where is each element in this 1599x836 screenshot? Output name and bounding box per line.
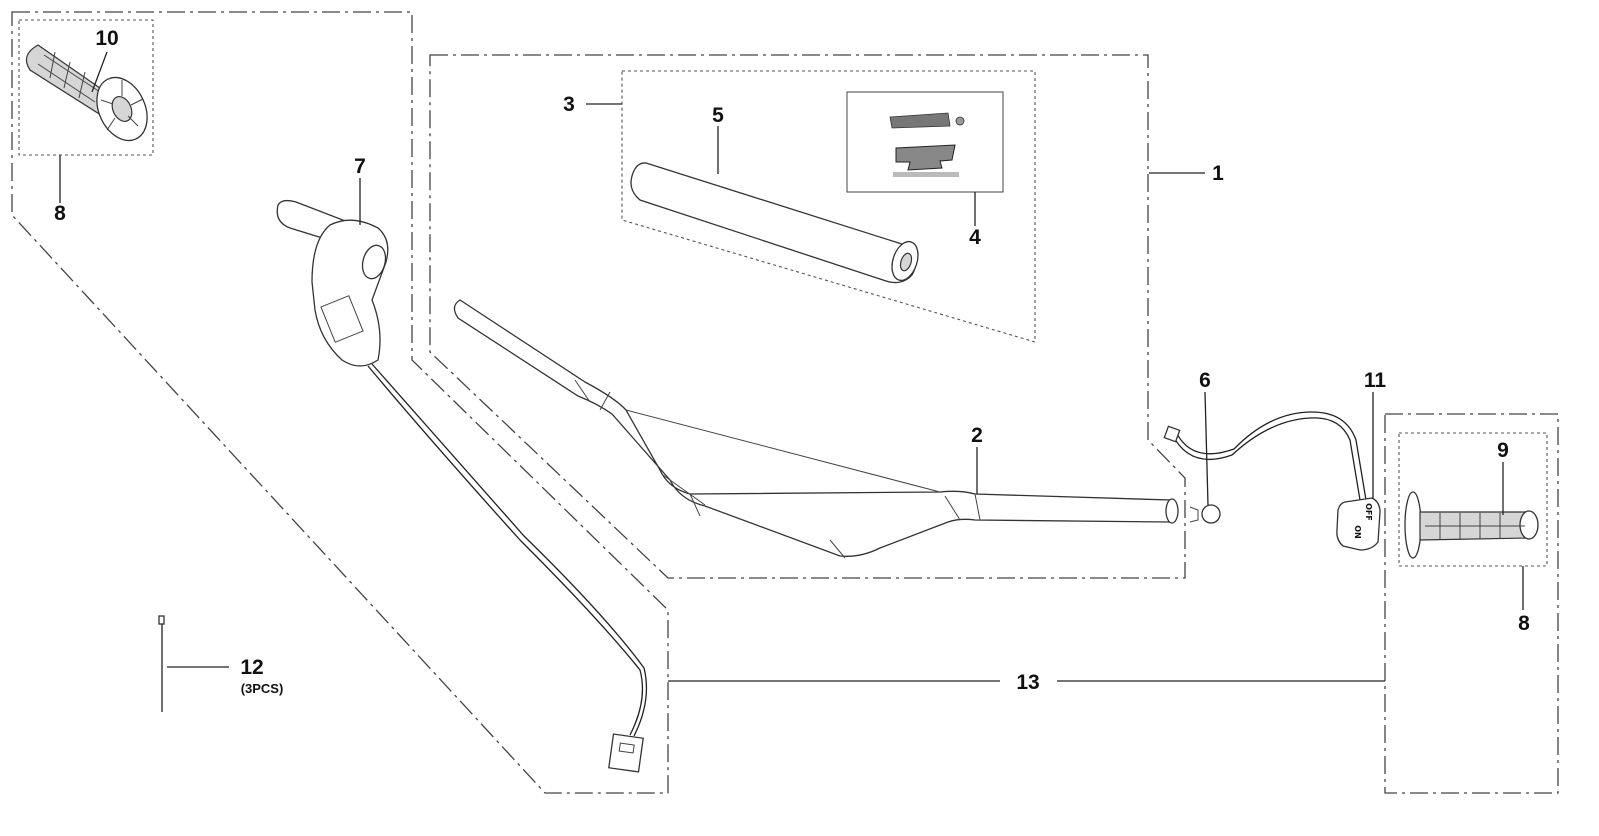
leader-lines [59,51,1524,682]
callout-3: 3 [563,93,575,116]
handlebar [453,299,1179,559]
grip-right [1404,491,1539,559]
callout-12: 12 [240,656,263,679]
crossbar-pad [630,162,919,284]
bar-end-clip [1189,504,1221,524]
grip-left [25,44,148,142]
callout-13: 13 [1016,671,1039,694]
group-1-box [429,54,1186,579]
group-9-box [1398,432,1548,567]
callout-12-quantity: (3PCS) [241,681,284,696]
cable-tie [158,615,165,712]
callout-11: 11 [1364,369,1387,392]
group-13-right-box [1384,413,1559,794]
callout-9: 9 [1497,439,1509,462]
callout-4: 4 [969,226,981,249]
heater-switch: OFF ON [1163,411,1381,551]
decal-sheet [889,112,965,177]
switch-on-label: ON [1353,525,1362,539]
callout-1: 1 [1212,162,1224,185]
switch-off-label: OFF [1364,503,1373,521]
callout-2: 2 [971,424,983,447]
group-10-box [18,19,154,156]
callout-8-right: 8 [1518,612,1530,635]
callout-6: 6 [1199,369,1211,392]
group-4-box [846,91,1004,193]
callout-8-left: 8 [54,202,66,225]
callout-7: 7 [354,155,366,178]
callout-5: 5 [712,104,724,127]
group-13-left-box [11,11,669,794]
throttle-assembly [276,199,648,773]
callout-10: 10 [95,27,118,50]
group-3-box [621,70,1036,343]
